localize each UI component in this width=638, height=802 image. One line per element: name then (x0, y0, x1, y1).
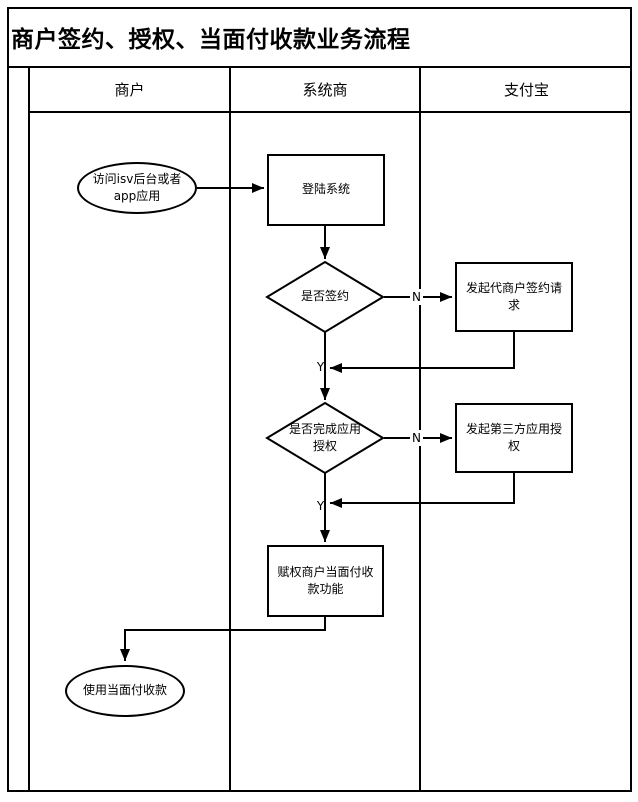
connector-auth-request-return (330, 473, 515, 508)
node-sign-request: 发起代商户签约请 求 (455, 262, 573, 332)
branch-label-auth-yes: Y (316, 499, 325, 513)
node-sign-decision-label: 是否签约 (300, 289, 349, 304)
connector-grant-to-use (120, 617, 326, 661)
auth-decision-diamond (265, 401, 385, 475)
title-divider-line (7, 66, 632, 68)
left-strip-divider-line (28, 66, 30, 792)
connector-sign-request-return (330, 332, 515, 373)
node-login-system: 登陆系统 (267, 154, 385, 226)
diagram-title: 商户签约、授权、当面付收款业务流程 (11, 26, 411, 53)
sign-decision-diamond (265, 260, 385, 334)
branch-label-auth-no: N (410, 430, 423, 446)
node-grant-function: 赋权商户当面付收 款功能 (267, 545, 384, 617)
node-auth-decision-label: 是否完成应用 授权 (288, 421, 361, 453)
lane-header-system: 系统商 (302, 81, 348, 99)
outer-border (7, 7, 632, 792)
lane-header-merchant: 商户 (114, 81, 145, 99)
branch-label-sign-yes: Y (316, 360, 325, 374)
node-use-payment: 使用当面付收款 (65, 665, 185, 717)
branch-label-sign-no: N (410, 289, 423, 305)
lane-header-alipay: 支付宝 (503, 81, 549, 99)
node-visit-isv-backend: 访问isv后台或者 app应用 (77, 162, 197, 214)
lane-divider-merchant-system (229, 66, 231, 792)
node-auth-request: 发起第三方应用授 权 (455, 403, 573, 473)
lane-header-divider-line (29, 111, 632, 113)
lane-divider-system-alipay (419, 66, 421, 792)
